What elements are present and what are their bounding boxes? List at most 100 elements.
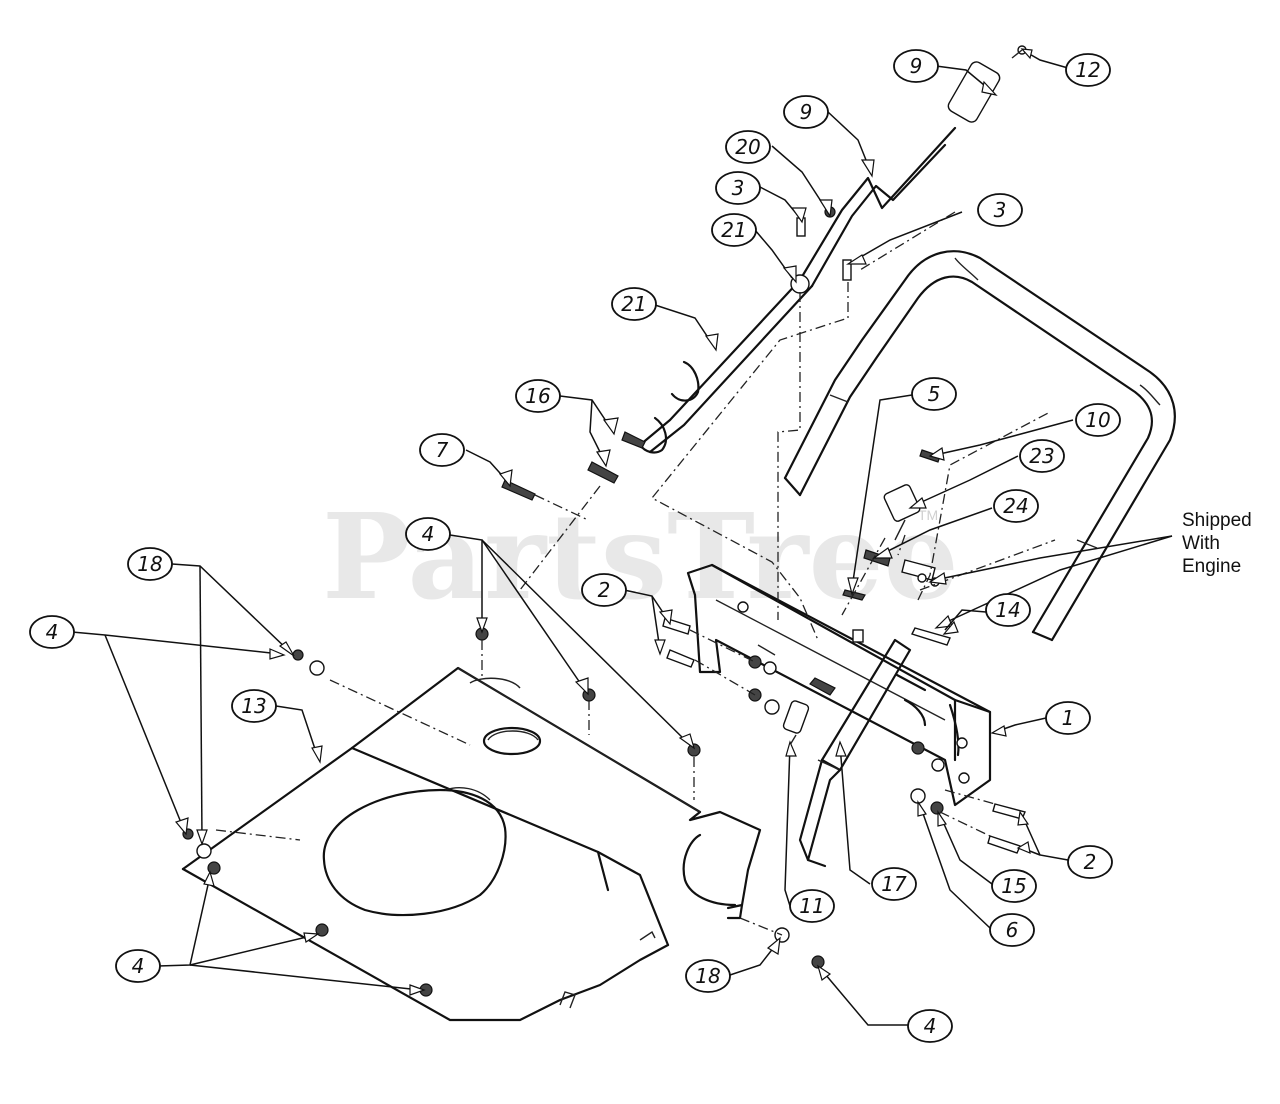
nut-icon: [917, 573, 927, 583]
deck-plate: [181, 666, 762, 1022]
callout-label: 4: [924, 1014, 937, 1038]
callout-21[interactable]: 21: [611, 287, 657, 321]
callout-label: 16: [525, 384, 550, 408]
callout-15[interactable]: 15: [991, 869, 1037, 903]
callout-label: 18: [137, 552, 162, 576]
plate-icon: [911, 627, 951, 646]
callout-9[interactable]: 9: [783, 95, 829, 129]
callout-label: 12: [1075, 58, 1100, 82]
shipped-with-engine-note: Shipped With Engine: [1182, 510, 1252, 577]
handle-tube: [783, 250, 1176, 642]
nut-icon: [309, 660, 325, 676]
callout-label: 4: [46, 620, 59, 644]
callout-label: 15: [1001, 874, 1026, 898]
callout-21[interactable]: 21: [711, 213, 757, 247]
nut-icon: [930, 801, 944, 815]
callout-10[interactable]: 10: [1075, 403, 1121, 437]
callout-label: 2: [1084, 850, 1097, 874]
callout-label: 9: [800, 100, 813, 124]
main-bracket: [686, 563, 992, 807]
screw-icon: [842, 259, 852, 281]
washer-icon: [910, 788, 926, 804]
callout-23[interactable]: 23: [1019, 439, 1065, 473]
callout-label: 6: [1006, 918, 1019, 942]
callout-3[interactable]: 3: [977, 193, 1023, 227]
callout-label: 23: [1029, 444, 1054, 468]
callout-label: 10: [1085, 408, 1110, 432]
watermark-text: PartsTree: [322, 487, 959, 626]
nut-icon: [196, 843, 212, 859]
leader-lines: [71, 48, 1173, 1026]
callout-2[interactable]: 2: [581, 573, 627, 607]
note-line-1: Shipped: [1182, 510, 1252, 531]
callout-label: 7: [436, 438, 449, 462]
callout-14[interactable]: 14: [985, 593, 1031, 627]
callout-label: 11: [799, 894, 824, 918]
callout-label: 20: [735, 135, 760, 159]
callout-4[interactable]: 4: [907, 1009, 953, 1043]
bolt-icon: [587, 461, 619, 484]
callout-7[interactable]: 7: [419, 433, 465, 467]
callout-label: 2: [598, 578, 611, 602]
callout-18[interactable]: 18: [127, 547, 173, 581]
callout-5[interactable]: 5: [911, 377, 957, 411]
knob-icon: [883, 484, 921, 522]
callout-label: 3: [994, 198, 1007, 222]
control-rod: [501, 45, 1027, 501]
callout-label: 3: [732, 176, 745, 200]
callout-label: 21: [721, 218, 746, 242]
watermark: PartsTree TM: [322, 487, 959, 626]
note-line-2: With: [1182, 533, 1220, 554]
switch-icon: [782, 700, 810, 734]
callout-label: 9: [910, 54, 923, 78]
callout-label: 24: [1003, 494, 1028, 518]
callout-2[interactable]: 2: [1067, 845, 1113, 879]
callout-label: 17: [881, 872, 907, 896]
clip-icon: [207, 861, 221, 875]
screw-icon: [687, 743, 701, 757]
callout-label: 4: [132, 954, 145, 978]
rod-centerlines: [519, 211, 956, 641]
callout-3[interactable]: 3: [715, 171, 761, 205]
callout-label: 1: [1062, 706, 1075, 730]
link-parts: [782, 449, 951, 868]
bolt-icon: [666, 649, 695, 668]
callout-4[interactable]: 4: [115, 949, 161, 983]
callout-label: 14: [995, 598, 1020, 622]
callout-24[interactable]: 24: [993, 489, 1039, 523]
deck-centerlines: [215, 640, 783, 936]
callout-12[interactable]: 12: [1065, 53, 1111, 87]
bolt-icon: [621, 431, 646, 449]
callout-label: 18: [695, 964, 720, 988]
bolt-icon: [987, 835, 1021, 854]
clip-icon: [809, 677, 836, 696]
callout-4[interactable]: 4: [29, 615, 75, 649]
callout-label: 5: [928, 382, 941, 406]
callout-label: 4: [422, 522, 435, 546]
callout-13[interactable]: 13: [231, 689, 277, 723]
callout-6[interactable]: 6: [989, 913, 1035, 947]
callout-16[interactable]: 16: [515, 379, 561, 413]
grip-icon: [947, 61, 1001, 123]
bracket-centerlines: [689, 629, 996, 837]
nut-icon: [911, 741, 925, 755]
washer-icon: [931, 758, 945, 772]
callout-4[interactable]: 4: [405, 517, 451, 551]
clip-icon: [315, 923, 329, 937]
callout-11[interactable]: 11: [789, 889, 835, 923]
washer-icon: [763, 661, 777, 675]
callout-18[interactable]: 18: [685, 959, 731, 993]
callouts: 9 12 9 20 3 3 21 21 16 7 5: [29, 49, 1121, 1043]
screw-icon: [292, 649, 304, 661]
callout-9[interactable]: 9: [893, 49, 939, 83]
callout-17[interactable]: 17: [871, 867, 917, 901]
watermark-tm: TM: [918, 507, 938, 523]
screw-icon: [842, 589, 866, 601]
note-line-3: Engine: [1182, 556, 1241, 577]
callout-label: 13: [241, 694, 266, 718]
callout-label: 21: [621, 292, 646, 316]
callout-1[interactable]: 1: [1045, 701, 1091, 735]
washer-icon: [764, 699, 780, 715]
callout-20[interactable]: 20: [725, 130, 771, 164]
